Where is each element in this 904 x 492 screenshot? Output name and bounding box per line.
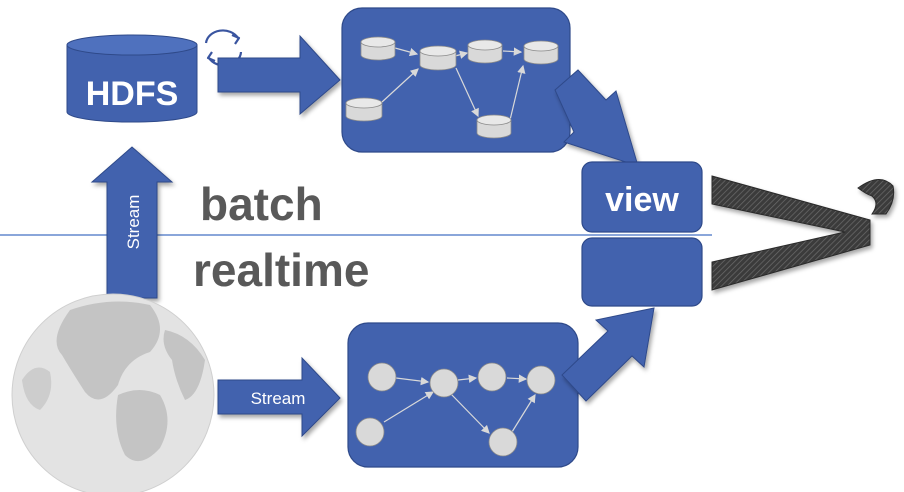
realtime-node — [355, 417, 385, 447]
stream-up-arrow: Stream — [90, 146, 174, 299]
stream-right-arrow: Stream — [217, 356, 341, 438]
batch-view-box: view — [581, 161, 703, 233]
batch-node — [345, 97, 383, 122]
batch-node — [476, 114, 512, 139]
hdfs-to-batch-arrow — [217, 34, 341, 116]
batch-node — [467, 39, 503, 64]
realtime-node — [488, 427, 518, 457]
realtime-node — [526, 365, 556, 395]
stream-horizontal-label: Stream — [251, 389, 306, 408]
realtime-label: realtime — [193, 244, 369, 296]
lambda-symbol-icon — [711, 175, 895, 291]
globe-icon — [11, 293, 215, 492]
realtime-to-view-arrow — [561, 307, 655, 402]
realtime-node — [367, 362, 397, 392]
hdfs-label: HDFS — [86, 75, 179, 113]
batch-node — [360, 36, 396, 61]
realtime-node — [429, 368, 459, 398]
batch-node — [523, 40, 559, 65]
realtime-view-box — [581, 237, 703, 307]
stream-vertical-label: Stream — [124, 195, 143, 250]
realtime-node — [477, 362, 507, 392]
view-label: view — [605, 181, 679, 219]
hdfs-database: HDFS — [66, 34, 198, 123]
batch-node — [419, 45, 457, 71]
batch-to-view-arrow — [554, 69, 639, 167]
realtime-processing-box — [347, 322, 579, 468]
batch-label: batch — [200, 178, 323, 230]
batch-processing-box — [341, 7, 571, 153]
